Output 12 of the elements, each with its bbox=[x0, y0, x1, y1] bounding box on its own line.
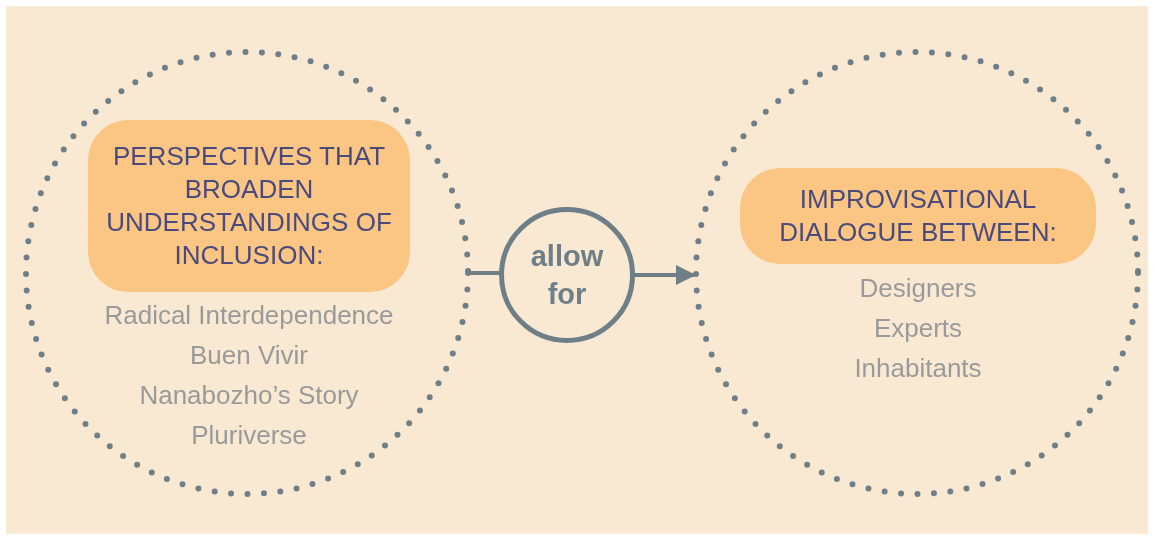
list-item: Pluriverse bbox=[190, 420, 308, 450]
list-item: Experts bbox=[872, 313, 964, 343]
arrow bbox=[633, 265, 696, 285]
connector-circle: allow for bbox=[499, 207, 635, 343]
heading-box: PERSPECTIVES THAT BROADEN UNDERSTANDINGS OF INCLUSION: bbox=[88, 120, 410, 292]
list-item: Buen Vivir bbox=[189, 340, 309, 370]
list-item: Designers bbox=[858, 273, 978, 303]
heading-box: IMPROVISATIONAL DIALOGUE BETWEEN: bbox=[740, 168, 1096, 264]
list-item: Nanabozho’s Story bbox=[138, 380, 360, 410]
list-item: Radical Interdependence bbox=[103, 300, 395, 330]
connector-line bbox=[470, 271, 501, 275]
list-item: Inhabitants bbox=[853, 353, 983, 383]
